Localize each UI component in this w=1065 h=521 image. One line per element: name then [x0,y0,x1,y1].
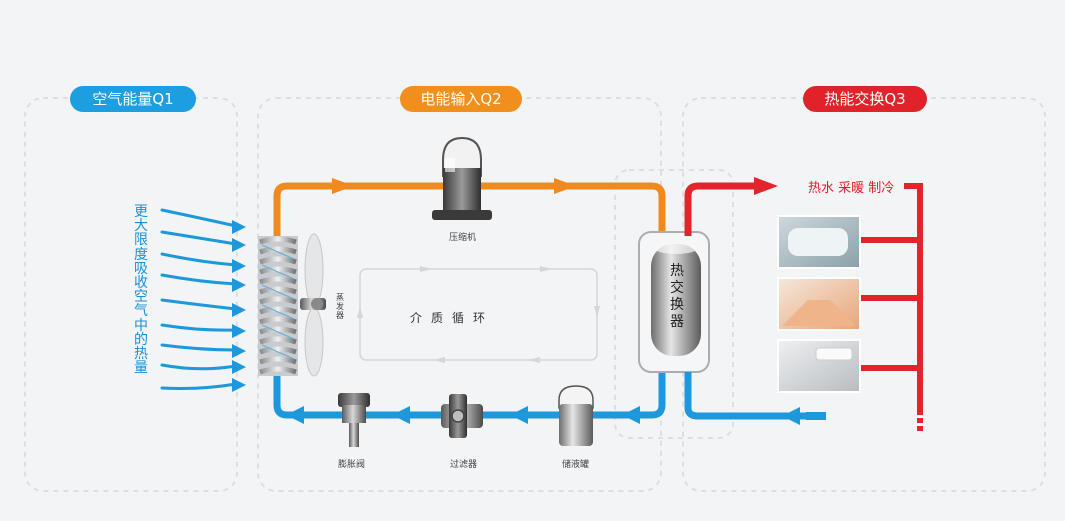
section-box-air [24,97,238,492]
output-uses-label: 热水 采暖 制冷 [808,181,895,196]
cycle-arrow [528,357,540,363]
air-heat-absorption-text: 更大限度吸收空气中的热量 [134,204,148,377]
flow-arrow [754,177,778,195]
section-label-electric-input: 电能输入Q2 [400,86,522,112]
air-arrow-heads [232,220,246,392]
cycle-arrow [540,266,552,272]
section-box-exchange [682,97,1046,492]
cycle-arrow [357,306,363,318]
compressor-icon [432,136,492,220]
cooling-ac-image [777,339,861,393]
section-label-air-energy: 空气能量Q1 [70,86,196,112]
evaporator-coil [258,236,298,376]
air-flow-arrows [160,208,238,390]
flow-arrow [622,406,640,424]
compressor-label: 压缩机 [449,233,477,243]
filter-label: 过滤器 [450,460,478,470]
flow-arrow [510,406,528,424]
distribution-manifold [856,183,923,410]
evaporator-label: 蒸发器 [336,293,344,320]
heat-exchanger-label: 热交换器 [670,263,684,330]
liquid-receiver-icon [558,385,594,446]
return-water-line [684,372,810,420]
cycle-arrow [420,266,432,272]
expansion-valve-label: 膨胀阀 [338,460,366,470]
evaporator-fan [300,233,326,377]
hot-water-line [684,182,760,236]
filter-icon [441,394,483,438]
section-box-overlap [614,169,734,439]
flow-arrow [286,406,304,424]
section-label-heat-exchange: 热能交换Q3 [803,86,927,112]
flow-arrow [782,407,800,425]
flow-arrow [332,178,354,194]
manifold-dashes [917,410,923,431]
flow-arrow [554,178,576,194]
medium-cycle-label: 介质循环 [410,311,495,325]
expansion-valve-icon [338,393,370,447]
heat-exchanger-tank [638,231,710,373]
cycle-arrow [433,357,445,363]
receiver-label: 储液罐 [562,460,590,470]
hot-water-bath-image [777,215,861,269]
floor-heating-image [777,277,861,331]
cycle-arrow [594,306,600,318]
flow-arrow [392,406,410,424]
